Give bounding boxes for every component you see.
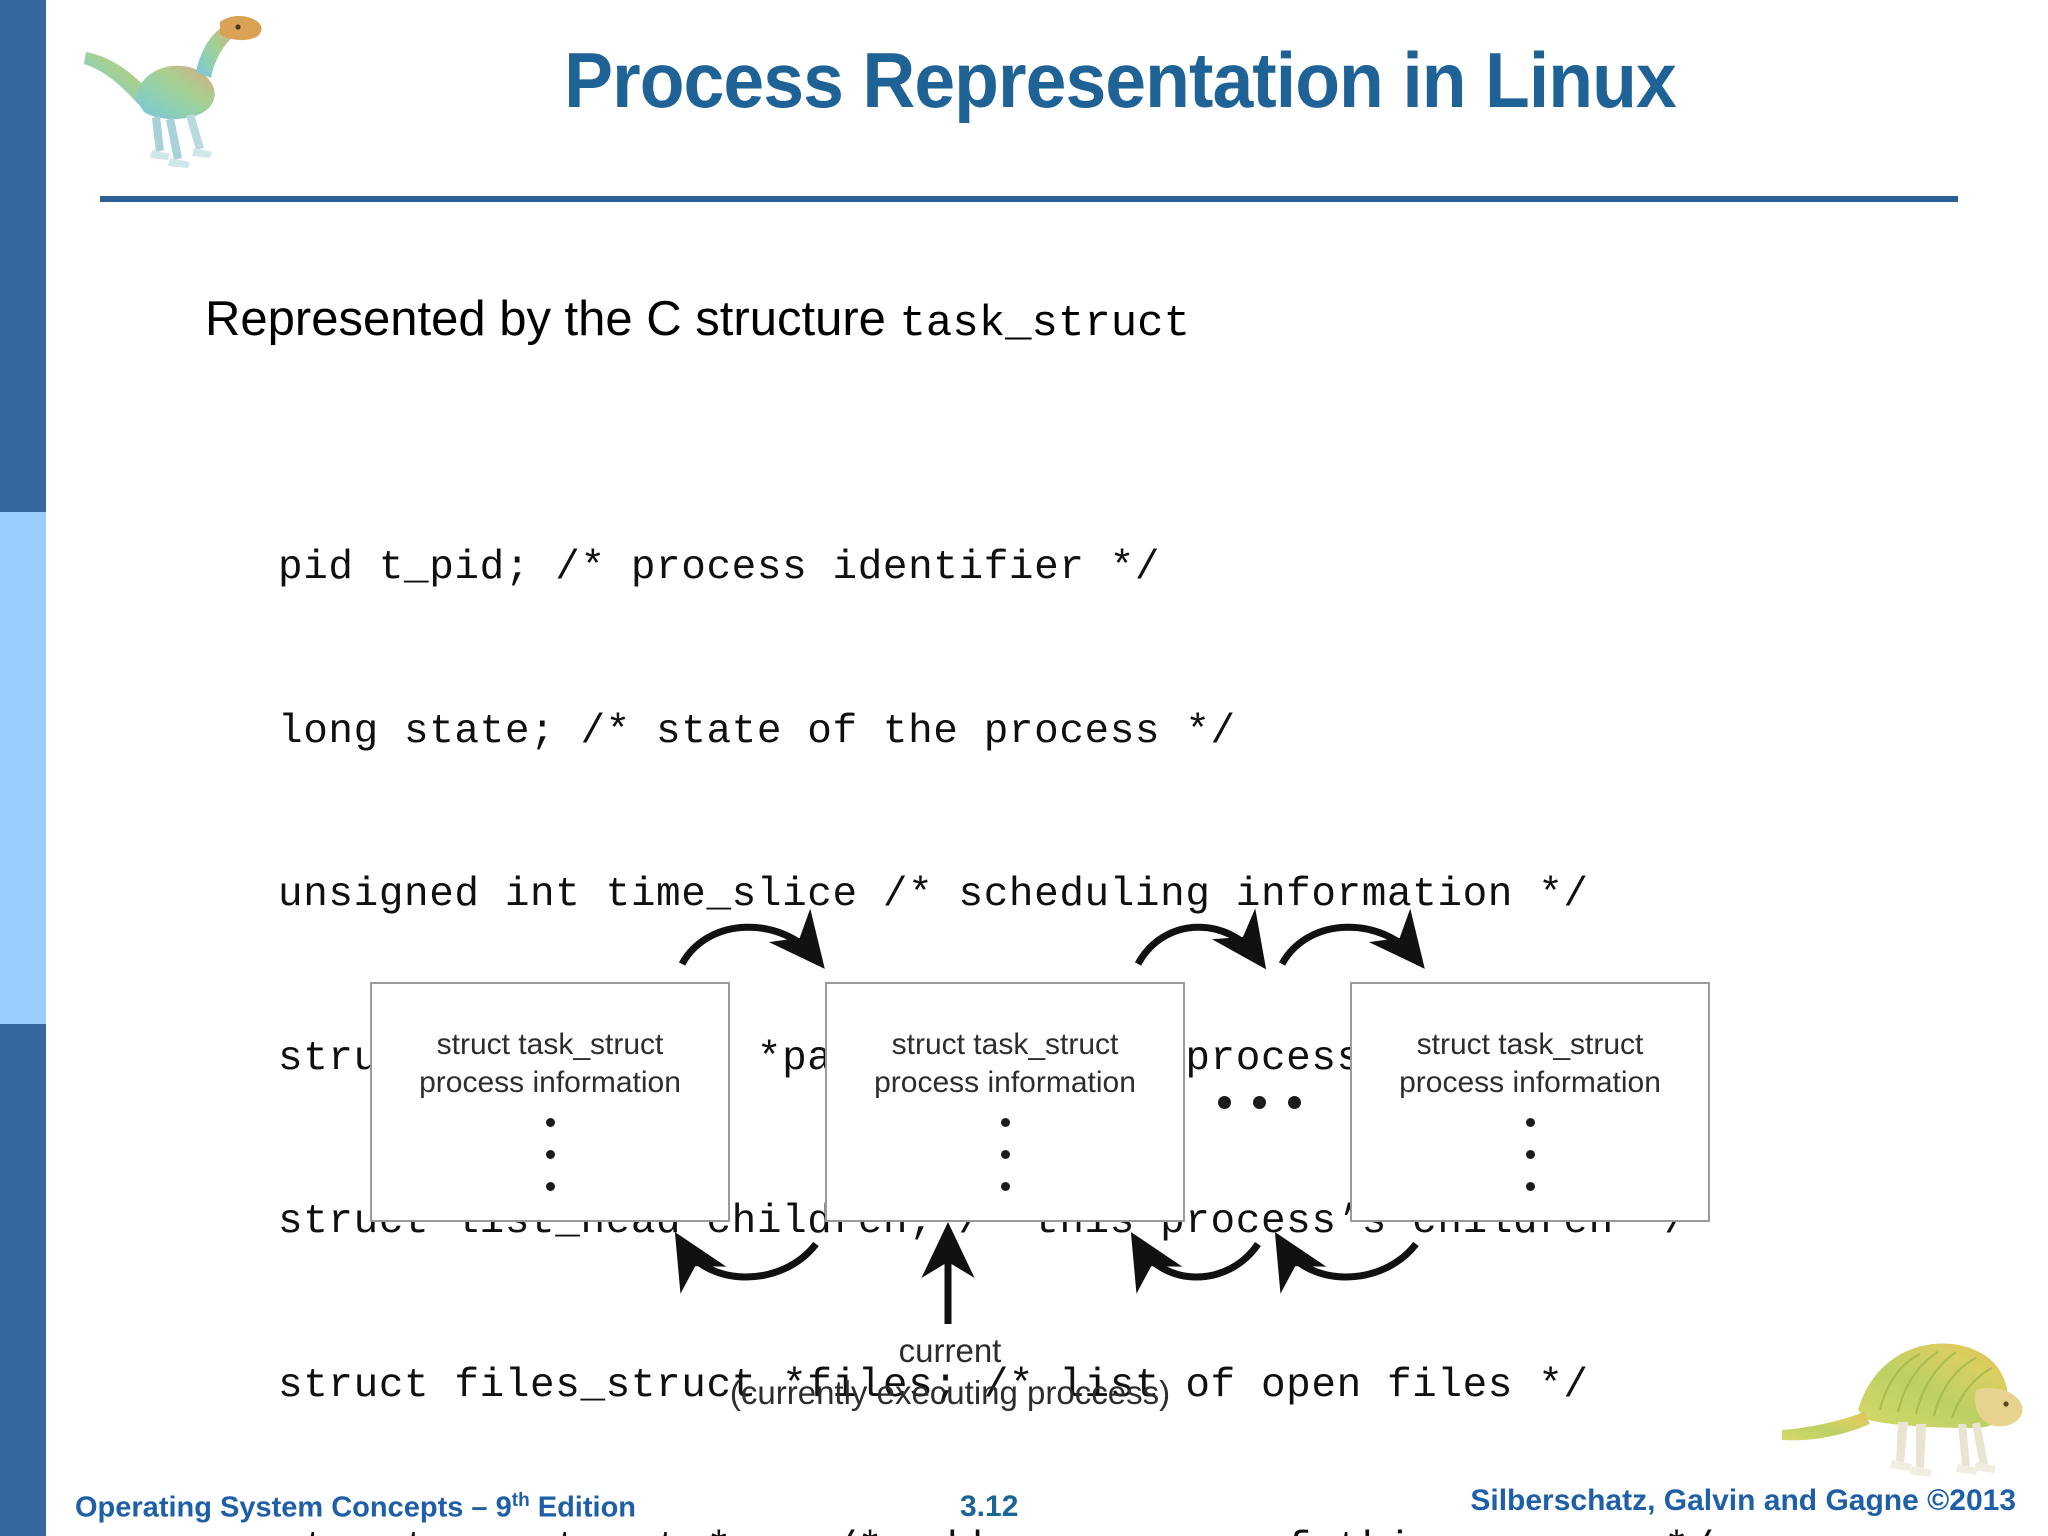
bullet-represented-by: Represented by the C structure task_stru…: [205, 288, 1190, 355]
bullet-text-code: task_struct: [899, 299, 1190, 349]
node-title: struct task_struct: [436, 1028, 664, 1061]
bullet-text-sans: Represented by the C structure: [205, 292, 900, 346]
code-line: unsigned int time_slice /* scheduling in…: [278, 872, 1589, 918]
current-label-line1: current: [898, 1332, 1002, 1369]
vertical-ellipsis-icon: [1525, 1118, 1535, 1191]
node-title: struct task_struct: [1416, 1028, 1644, 1061]
dimetrodon-icon: [1780, 1318, 2030, 1478]
code-line: pid t_pid; /* process identifier */: [278, 545, 1161, 591]
task-struct-node: struct task_struct process information: [825, 982, 1185, 1222]
vertical-ellipsis-icon: [545, 1118, 555, 1191]
task-struct-node: struct task_struct process information: [1350, 982, 1710, 1222]
footer-left-pre: Operating System Concepts – 9: [75, 1491, 512, 1524]
title-underline: [100, 196, 1958, 202]
dinosaur-icon: [78, 8, 278, 184]
code-line: long state; /* state of the process */: [278, 708, 1236, 755]
horizontal-ellipsis-icon: [1218, 1096, 1301, 1109]
code-line: struct files_struct *files; /* list of o…: [278, 1362, 1589, 1409]
code-block: pid t_pid; /* process identifier */ long…: [278, 432, 1715, 1536]
footer-page-number: 3.12: [960, 1490, 1019, 1523]
current-label-line2: (currently executing proccess): [729, 1374, 1171, 1411]
footer-left-post: Edition: [529, 1491, 637, 1524]
sidebar-band-middle: [0, 512, 46, 1024]
task-struct-linked-list-diagram: struct task_struct process information s…: [330, 900, 1730, 1411]
node-subtitle: process information: [419, 1066, 681, 1099]
footer-copyright: Silberschatz, Galvin and Gagne ©2013: [1470, 1484, 2016, 1517]
code-line: struct mm_struct *mm; /* address space o…: [278, 1522, 1715, 1536]
vertical-ellipsis-icon: [1000, 1118, 1010, 1191]
task-struct-node: struct task_struct process information: [370, 982, 730, 1222]
footer-book-title: Operating System Concepts – 9th Edition: [75, 1490, 636, 1525]
page-title: Process Representation in Linux: [564, 36, 1677, 124]
node-title: struct task_struct: [891, 1028, 1119, 1061]
link-arrows: [674, 908, 1425, 1324]
node-subtitle: process information: [1399, 1066, 1661, 1099]
footer-left-ordinal: th: [511, 1490, 530, 1511]
sidebar-band-bottom: [0, 1024, 46, 1536]
current-pointer-label: current (currently executing proccess): [700, 1330, 1200, 1414]
node-subtitle: process information: [874, 1066, 1136, 1099]
sidebar-band-top: [0, 0, 46, 512]
